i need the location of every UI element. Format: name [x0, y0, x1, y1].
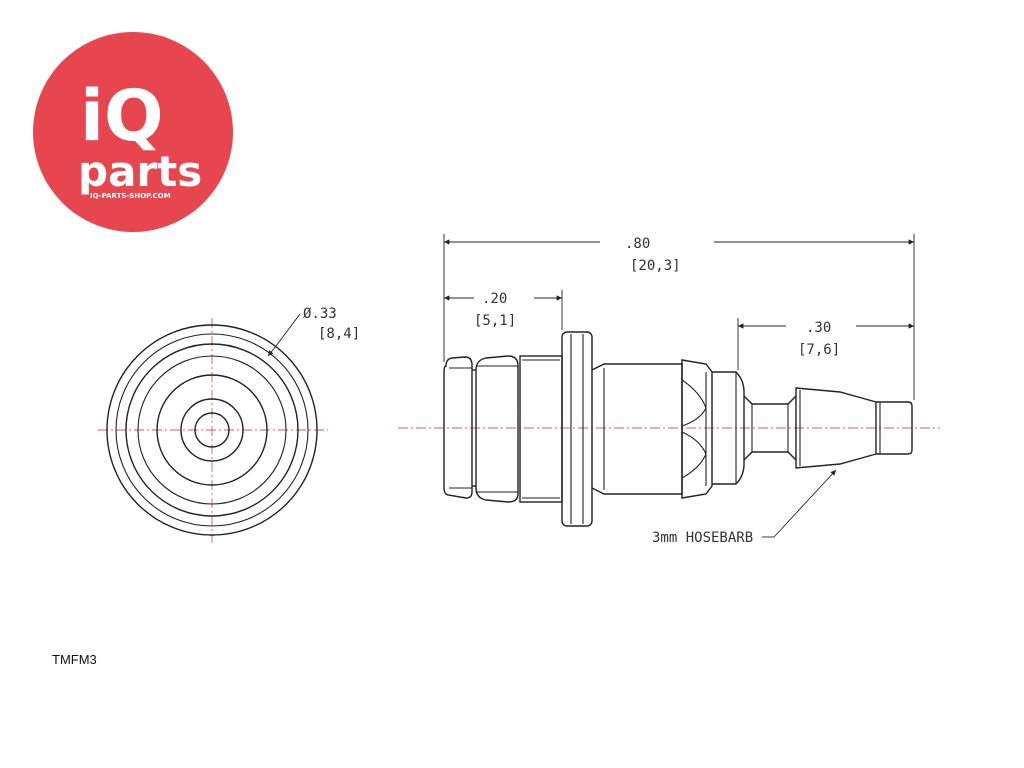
logo-website: IQ-PARTS-SHOP.COM — [90, 192, 171, 200]
length-barb-inch-label: .30 — [806, 320, 831, 336]
length-barb-mm-label: [7,6] — [798, 342, 840, 358]
part-code: TMFM3 — [52, 652, 97, 667]
front-view: Ø.33 [8,4] — [98, 306, 360, 543]
hose-barb-label: 3mm HOSEBARB — [652, 530, 753, 546]
logo-circle — [33, 32, 233, 232]
length-left-inch-label: .20 — [482, 291, 507, 307]
logo-brand-top: iQ — [80, 75, 164, 157]
length-total-inch-label: .80 — [625, 236, 650, 252]
diameter-mm-label: [8,4] — [318, 326, 360, 342]
iq-parts-logo: iQ parts IQ-PARTS-SHOP.COM — [33, 32, 233, 232]
side-view: .80 [20,3] .20 [5,1] .30 [7,6] 3mm HOSEB… — [398, 234, 940, 546]
diameter-inch-label: Ø.33 — [303, 306, 337, 322]
logo-brand-bottom: parts — [78, 147, 202, 196]
length-total-mm-label: [20,3] — [630, 258, 681, 274]
length-left-mm-label: [5,1] — [474, 313, 516, 329]
